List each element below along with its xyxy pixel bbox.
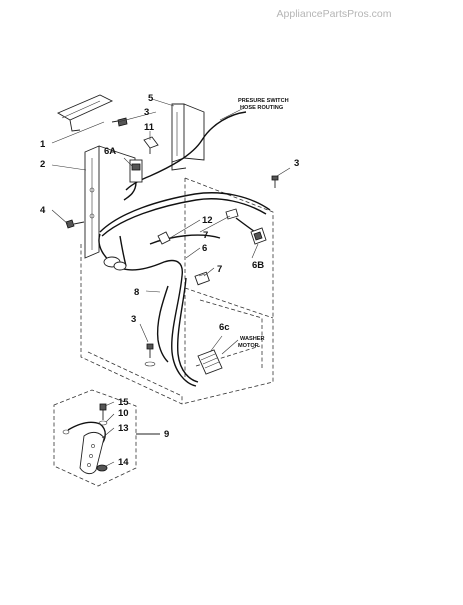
pressure-switch-note: PRESURE SWITCH HOSE ROUTING (238, 98, 289, 111)
callout-8: 8 (134, 287, 139, 298)
clip-11 (143, 136, 159, 154)
right-side-bracket (171, 103, 205, 171)
watermark: AppliancePartsPros.com (277, 8, 392, 20)
wire-harness (98, 192, 271, 387)
callout-6b: 6B (252, 260, 264, 271)
harness-lead-8 (156, 285, 169, 363)
callout-4: 4 (40, 205, 46, 216)
callout-6a: 6A (104, 146, 116, 157)
callout-3-right: 3 (294, 158, 299, 169)
screw-top (111, 117, 128, 127)
callout-15: 15 (118, 397, 129, 408)
screw-bottom (144, 343, 156, 367)
ground-wire-kit-box (53, 389, 160, 487)
callout-11: 11 (144, 122, 155, 133)
callout-6: 6 (202, 243, 207, 254)
callout-13: 13 (118, 423, 129, 434)
screw-right (271, 175, 279, 188)
connector-7 (194, 271, 210, 286)
motor-connector-6c (197, 349, 223, 375)
clip-12 (157, 231, 171, 245)
callout-14: 14 (118, 457, 129, 468)
callout-5: 5 (148, 93, 154, 104)
callout-1: 1 (40, 139, 46, 150)
svg-text:WASHER: WASHER (240, 336, 265, 342)
connector-6a (123, 159, 143, 201)
callout-7-top: 7 (203, 230, 208, 241)
svg-text:HOSE ROUTING: HOSE ROUTING (240, 105, 283, 111)
left-side-bracket (84, 145, 136, 259)
callout-12: 12 (202, 215, 213, 226)
svg-text:MOTOR: MOTOR (238, 343, 259, 349)
callout-3-bottom: 3 (131, 314, 136, 325)
washer-motor-note: WASHER MOTOR (238, 336, 265, 349)
callout-10: 10 (118, 408, 129, 419)
connector-6b (250, 227, 267, 245)
cabinet-frame (80, 177, 274, 405)
callout-9: 9 (164, 429, 169, 440)
callout-6c: 6c (219, 322, 230, 333)
top-rear-panel (57, 94, 114, 132)
callout-3-top: 3 (144, 107, 149, 118)
leader-lines (51, 98, 291, 467)
callout-2: 2 (40, 159, 45, 170)
harness-terminal (103, 256, 127, 271)
callout-labels: 5 3 11 1 6A 2 3 4 12 7 6 6B 7 8 3 6c 15 … (40, 93, 299, 468)
svg-text:PRESURE SWITCH: PRESURE SWITCH (238, 98, 289, 104)
ground-wire-kit (62, 403, 108, 475)
callout-7-mid: 7 (217, 264, 222, 275)
screw-left (65, 219, 85, 229)
